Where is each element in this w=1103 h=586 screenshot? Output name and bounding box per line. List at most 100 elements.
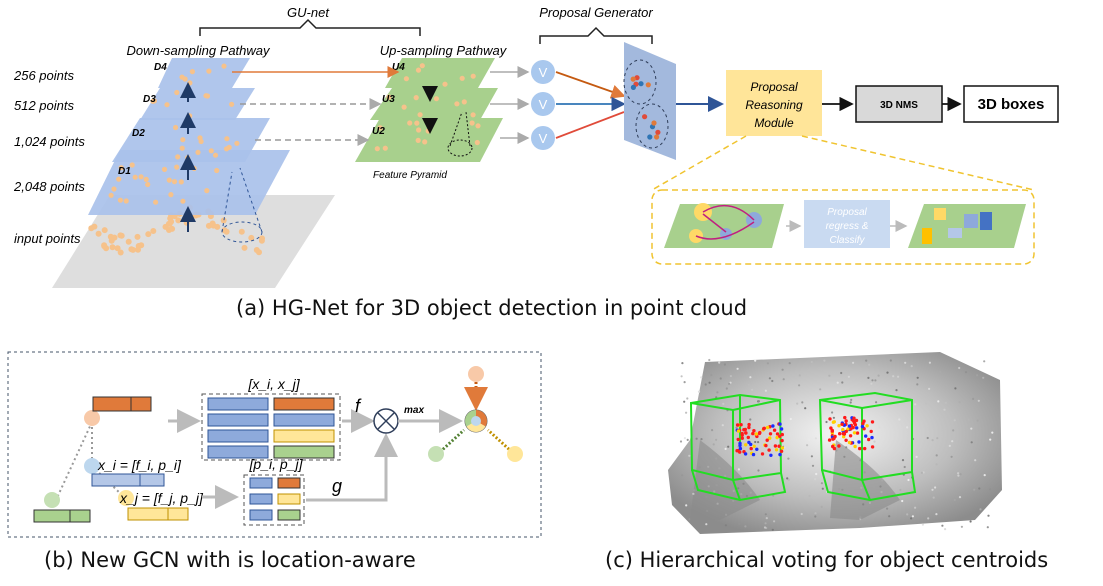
vote-point — [779, 427, 784, 431]
vote-point — [762, 427, 766, 431]
input-point — [258, 237, 265, 244]
plane-point — [145, 181, 151, 188]
input-plane — [52, 195, 335, 288]
cloud-point — [871, 379, 874, 382]
vote-point — [780, 432, 784, 437]
plane-point — [150, 98, 156, 104]
cloud-point — [848, 421, 851, 424]
cloud-point — [889, 359, 892, 362]
node-xi — [84, 458, 100, 474]
xi-equation: x_i = [f_i, p_i] — [97, 457, 182, 473]
cluster-point — [638, 81, 644, 87]
cloud-point — [808, 438, 811, 441]
vote-point — [738, 443, 742, 448]
cloud-point — [989, 438, 992, 441]
vote-point — [760, 452, 765, 456]
nms-label: 3D NMS — [880, 100, 918, 111]
plane-u2 — [355, 118, 503, 162]
input-point — [95, 230, 102, 237]
vote-point — [870, 445, 875, 449]
agg-node-top — [468, 366, 484, 382]
cloud-point — [681, 362, 684, 365]
input-point — [128, 246, 135, 253]
plane-point — [459, 75, 465, 81]
plane-u4 — [385, 58, 495, 88]
plane-point — [229, 101, 235, 107]
plane-point — [175, 154, 181, 160]
vote-point — [768, 432, 773, 436]
vote-point — [757, 431, 762, 436]
pos-rows — [249, 477, 301, 521]
cloud-point — [808, 494, 811, 497]
cluster-ellipse-1 — [623, 59, 657, 105]
multiply-icon — [373, 408, 399, 434]
input-point — [135, 246, 141, 253]
plane-point — [401, 104, 407, 110]
cloud-point — [773, 520, 776, 523]
aggregated-node — [464, 409, 488, 433]
vote-circle-1: V — [531, 60, 555, 84]
cloud-point — [972, 397, 975, 400]
vote-point — [769, 453, 773, 457]
cloud-point — [957, 472, 960, 475]
boxes-label: 3D boxes — [978, 96, 1045, 113]
cluster-point — [630, 84, 637, 90]
plane-u3 — [370, 88, 498, 120]
cloud-point — [914, 506, 917, 509]
input-point — [101, 227, 108, 234]
vote-point — [743, 427, 747, 432]
plane-point — [475, 123, 481, 129]
cloud-point — [810, 360, 813, 364]
plane-d3 — [140, 88, 255, 120]
cloud-point — [939, 370, 942, 373]
cloud-point — [801, 401, 804, 404]
cloud-point — [737, 468, 741, 471]
vote-point — [765, 425, 770, 430]
plane-d2 — [112, 118, 270, 162]
cloud-point — [970, 441, 973, 444]
vote-point — [775, 432, 780, 436]
vote-point — [861, 421, 865, 426]
cluster-ellipse-2 — [635, 103, 669, 149]
cloud-point — [927, 517, 930, 520]
agg-node-right — [507, 446, 523, 462]
field-cone — [221, 167, 263, 233]
cloud-point — [970, 427, 973, 430]
proposal-generator-label: Proposal Generator — [539, 5, 653, 20]
agg-arrow-left — [438, 428, 466, 454]
cloud-point — [763, 526, 767, 529]
feature-pyramid-label: Feature Pyramid — [373, 170, 447, 181]
vote-point — [864, 434, 868, 438]
cloud-point — [719, 377, 722, 380]
cloud-point — [788, 362, 791, 365]
cloud-point — [925, 402, 928, 405]
vote-point — [869, 429, 873, 434]
input-point — [221, 227, 228, 234]
cloud-point — [771, 379, 774, 383]
input-point — [117, 232, 124, 239]
cloud-point — [935, 454, 938, 457]
cloud-point — [708, 381, 711, 384]
vote-point — [775, 435, 779, 440]
vote-point — [773, 444, 778, 448]
cloud-point — [814, 437, 818, 440]
cloud-point — [712, 443, 715, 446]
cloud-point — [899, 488, 902, 492]
cloud-point — [754, 440, 757, 444]
cloud-point — [704, 383, 707, 386]
vote-point — [852, 416, 856, 420]
gu-net-brace — [199, 18, 421, 36]
cloud-point — [950, 455, 953, 458]
cloud-point — [749, 376, 752, 379]
plane-point — [374, 146, 380, 152]
cloud-point — [728, 382, 731, 385]
plane-point — [195, 149, 201, 155]
vote-point — [838, 432, 842, 436]
cloud-point — [820, 482, 824, 485]
cloud-point — [852, 361, 855, 364]
vote-point — [844, 438, 848, 442]
cloud-point — [967, 418, 970, 421]
cloud-point — [815, 472, 818, 476]
vote-point — [751, 431, 755, 436]
cloud-point — [892, 375, 895, 378]
